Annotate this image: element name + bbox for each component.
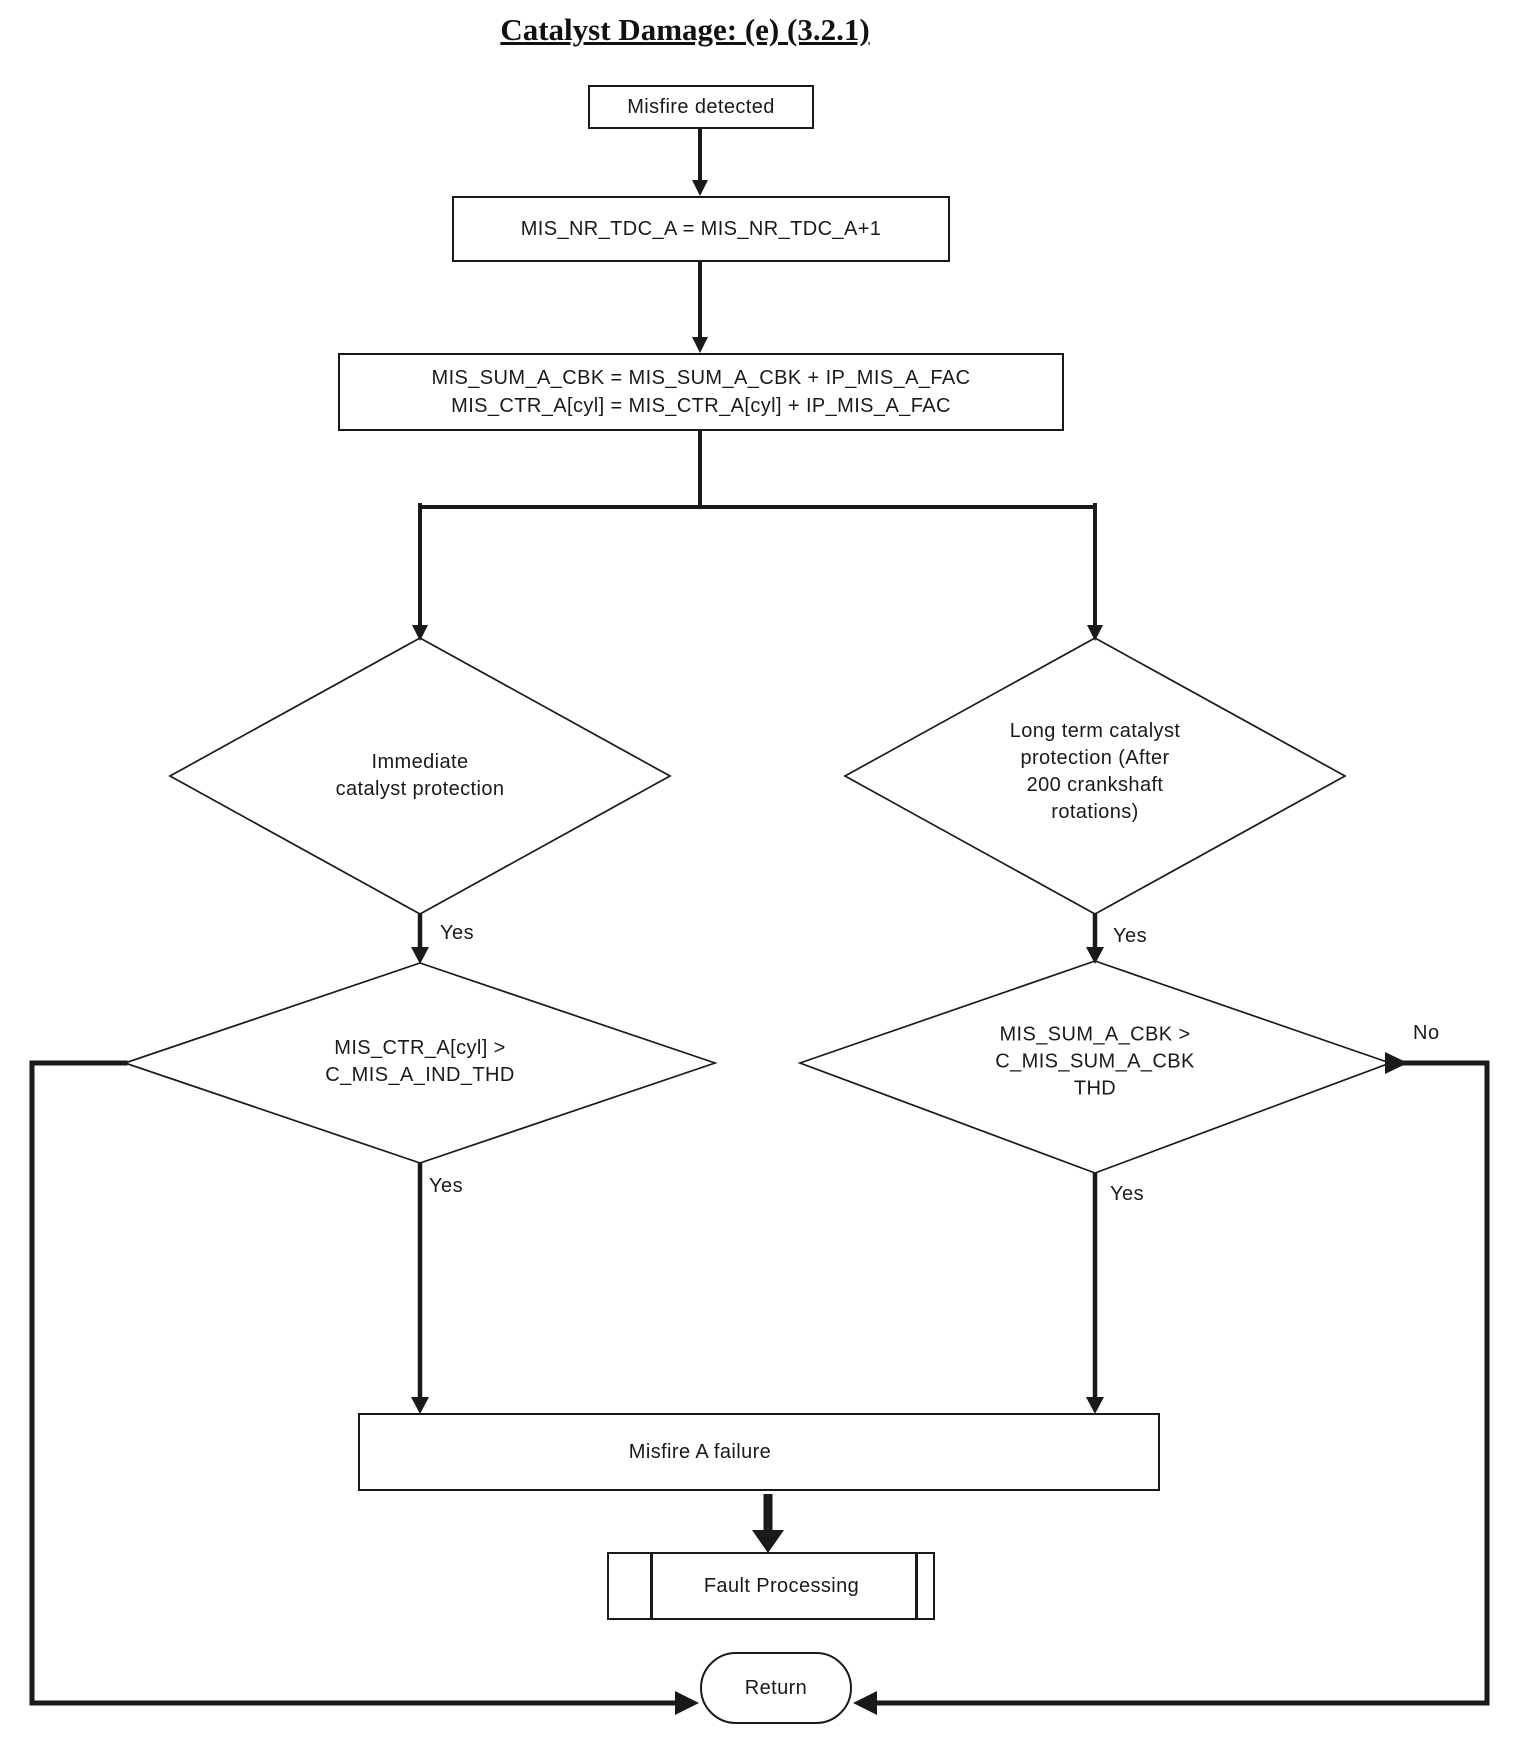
edge-sum-yes-to-failure: [1086, 1173, 1104, 1414]
edge-ctr-yes-to-failure: [411, 1163, 429, 1414]
edge-long-term-yes: [1086, 914, 1104, 964]
node-fault-processing: Fault Processing: [607, 1552, 935, 1620]
label-yes-immediate: Yes: [440, 922, 475, 944]
arrowhead-down-icon: [1087, 625, 1103, 641]
node-return: Return: [700, 1652, 852, 1724]
label-no-sum: No: [1413, 1022, 1440, 1044]
arrowhead-down-icon: [1086, 947, 1104, 964]
arrowhead-down-icon: [411, 947, 429, 964]
node-increment: MIS_NR_TDC_A = MIS_NR_TDC_A+1: [452, 196, 950, 262]
edge-immediate-yes: [411, 914, 429, 964]
fault-processing-left-bar: [650, 1554, 653, 1618]
arrowhead-left-icon: [853, 1691, 877, 1715]
fault-processing-right-bar: [915, 1554, 918, 1618]
label-yes-long-term: Yes: [1113, 925, 1148, 947]
arrowhead-down-icon: [412, 625, 428, 641]
node-start: Misfire detected: [588, 85, 814, 129]
edge-failure-to-fault-processing: [752, 1494, 784, 1553]
decision-sum-label: MIS_SUM_A_CBK > C_MIS_SUM_A_CBK THD: [995, 1023, 1195, 1100]
decision-immediate-label: Immediate catalyst protection: [335, 751, 505, 800]
node-failure-label: Misfire A failure: [628, 1441, 772, 1463]
label-yes-ctr: Yes: [429, 1175, 464, 1197]
label-yes-sum: Yes: [1110, 1183, 1145, 1205]
edge-start-to-increment: [692, 127, 708, 196]
arrowhead-right-icon: [675, 1691, 699, 1715]
edge-increment-to-accumulate: [692, 262, 708, 353]
edge-ctr-no-to-return: [29, 1060, 699, 1715]
edge-sum-no-to-return: [853, 1052, 1490, 1715]
decision-long-term-label: Long term catalyst protection (After 200…: [1009, 720, 1181, 823]
diagram-title: Catalyst Damage: (e) (3.2.1): [500, 12, 870, 47]
node-fault-processing-label: Fault Processing: [703, 1575, 860, 1597]
node-accumulate: MIS_SUM_A_CBK = MIS_SUM_A_CBK + IP_MIS_A…: [338, 353, 1064, 431]
arrowhead-down-icon: [1086, 1397, 1104, 1414]
arrowhead-down-icon: [692, 180, 708, 196]
edge-accumulate-branch: [412, 431, 1103, 641]
arrowhead-down-icon: [411, 1397, 429, 1414]
node-failure: Misfire A failure: [358, 1413, 1160, 1491]
decision-ctr-label: MIS_CTR_A[cyl] > C_MIS_A_IND_THD: [325, 1037, 515, 1086]
arrowhead-down-icon: [692, 337, 708, 353]
